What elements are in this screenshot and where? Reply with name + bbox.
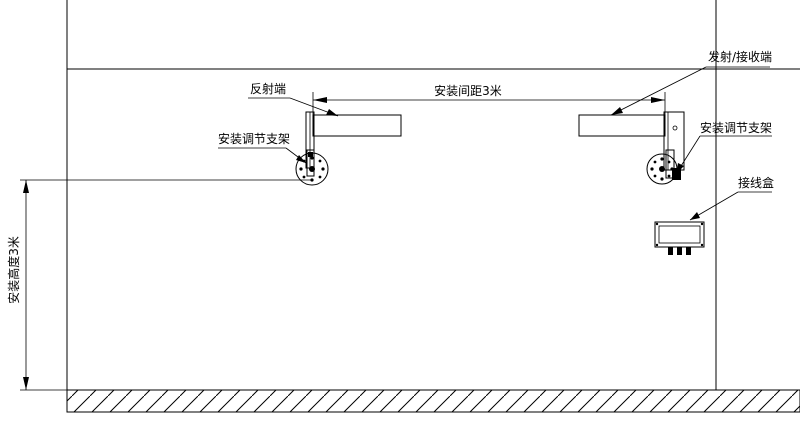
height-label: 安装高度3米 [6,236,21,304]
leader-bracket-right [675,135,772,175]
reflect-end-label: 反射端 [250,81,286,96]
junction-box [654,221,705,255]
ground-hatch [66,389,800,413]
spacing-label: 安装间距3米 [434,83,502,98]
height-dimension [20,179,312,391]
room-outline [66,0,800,391]
leader-junction-box [689,191,772,221]
bracket-right-label: 安装调节支架 [700,120,772,135]
bracket-left [295,149,329,186]
bracket-left-label: 安装调节支架 [218,131,290,146]
bracket-right [646,149,681,185]
reflector-unit [305,111,402,169]
junction-box-label: 接线盒 [738,175,774,190]
leader-emit-receive-end [610,66,770,116]
leader-bracket-left [218,147,307,164]
spacing-dimension [312,92,666,116]
emit-receive-end-label: 发射/接收端 [708,49,772,64]
leader-reflect-end [248,97,339,117]
